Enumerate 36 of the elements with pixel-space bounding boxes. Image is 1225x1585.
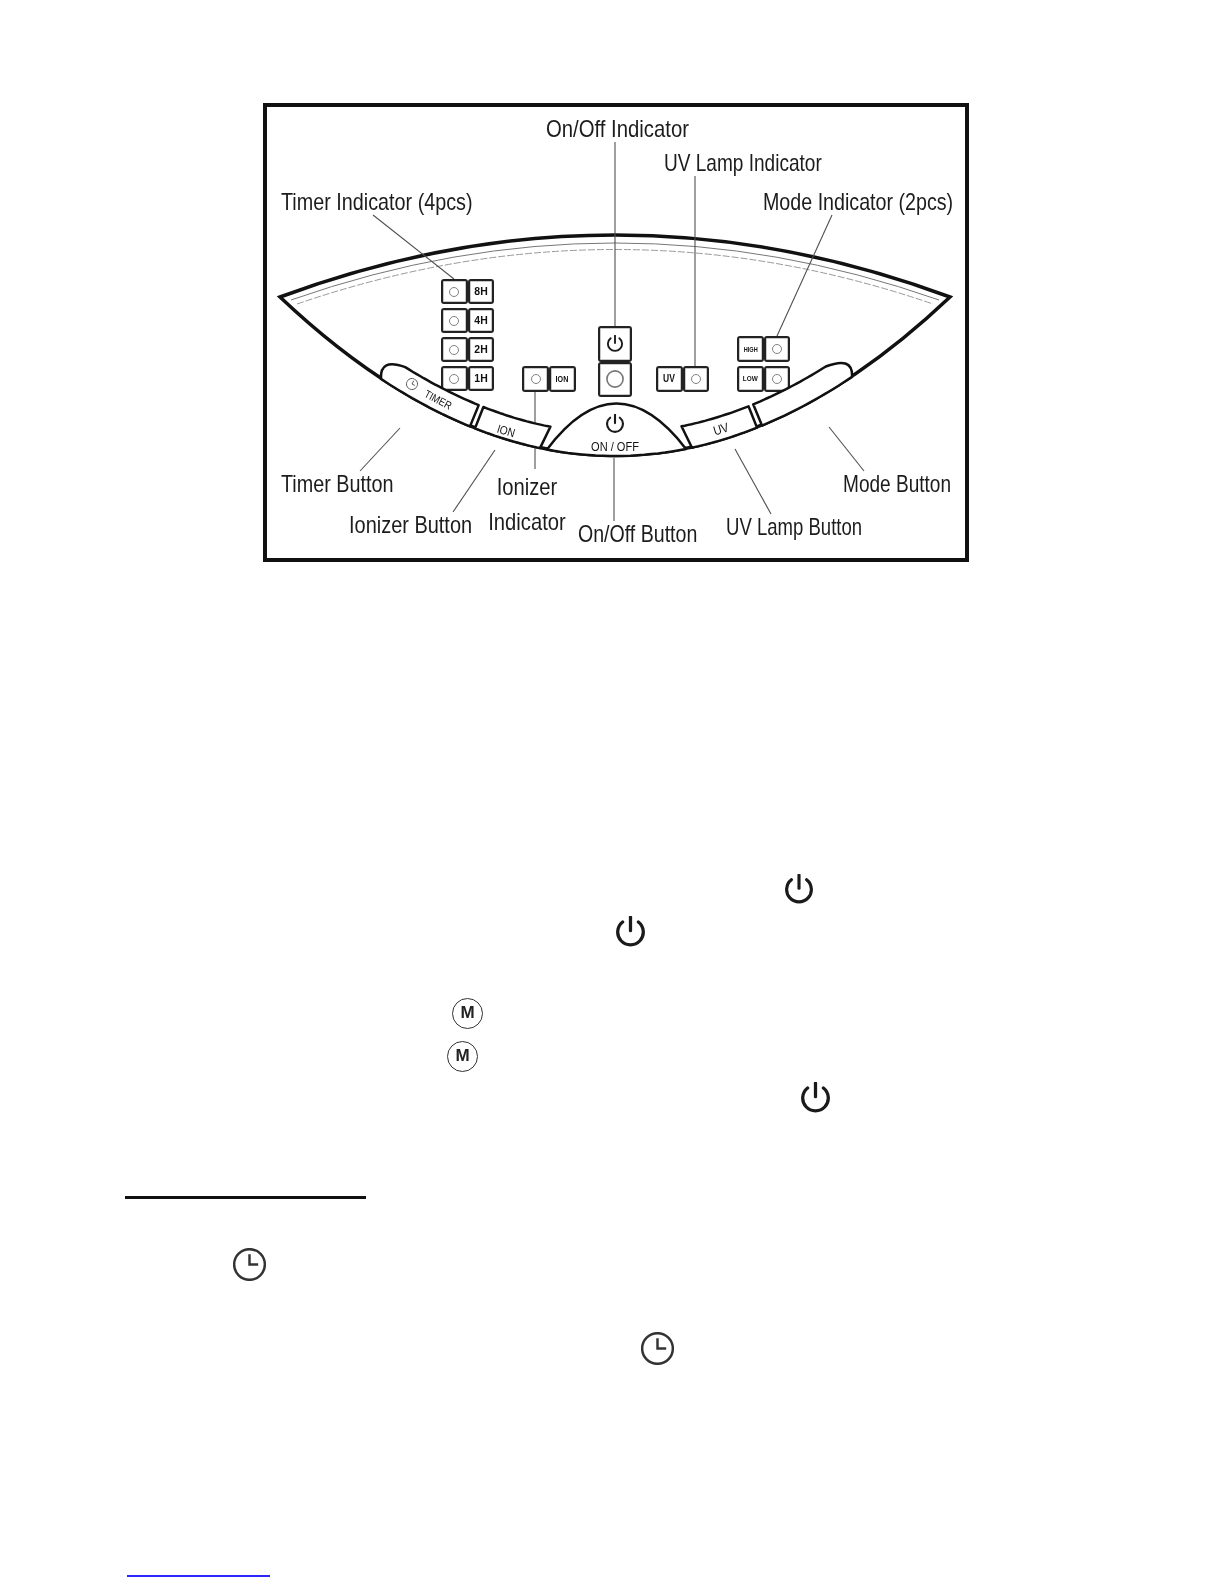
mode-indicator [737, 366, 790, 392]
callout-label: Timer Button [281, 471, 394, 497]
indicator-label: ION [556, 374, 569, 384]
leader-line [613, 457, 615, 522]
leader-line [614, 141, 616, 327]
indicator-label: 2H [474, 344, 488, 355]
callout-label: Mode Indicator (2pcs) [763, 189, 954, 215]
indicator-label: UV [663, 374, 676, 384]
callout-label: Timer Indicator (4pcs) [281, 189, 473, 215]
indicator-label: 4H [474, 315, 488, 326]
power-indicator [598, 326, 632, 397]
callout-label: Ionizer Button [349, 512, 473, 538]
timer-indicator [441, 308, 494, 333]
callout-label: Ionizer Indicator [487, 469, 567, 539]
callout-label: On/Off Button [578, 521, 698, 547]
timer-indicator [441, 337, 494, 362]
leader-line [452, 449, 496, 513]
leader-line [734, 448, 772, 515]
ionizer-indicator [522, 366, 576, 392]
callout-label: Mode Button [843, 471, 952, 497]
callout-label: UV Lamp Button [726, 514, 863, 540]
callout-label: UV Lamp Indicator [664, 150, 822, 176]
leader-line [694, 175, 696, 367]
mode-indicator [737, 336, 790, 362]
uv-lamp-button: UV [680, 404, 759, 449]
leader-line [828, 426, 865, 472]
timer-indicator [441, 366, 494, 391]
ionizer-button: ION [473, 405, 552, 450]
indicator-label: LOW [742, 375, 758, 383]
indicator-label: 8H [474, 286, 488, 297]
leader-line [359, 427, 401, 472]
callout-label: On/Off Indicator [546, 116, 689, 142]
timer-indicator [441, 279, 494, 304]
uv-lamp-indicator [656, 366, 709, 392]
power-button: ON / OFF [545, 402, 687, 458]
leader-line [372, 214, 455, 280]
